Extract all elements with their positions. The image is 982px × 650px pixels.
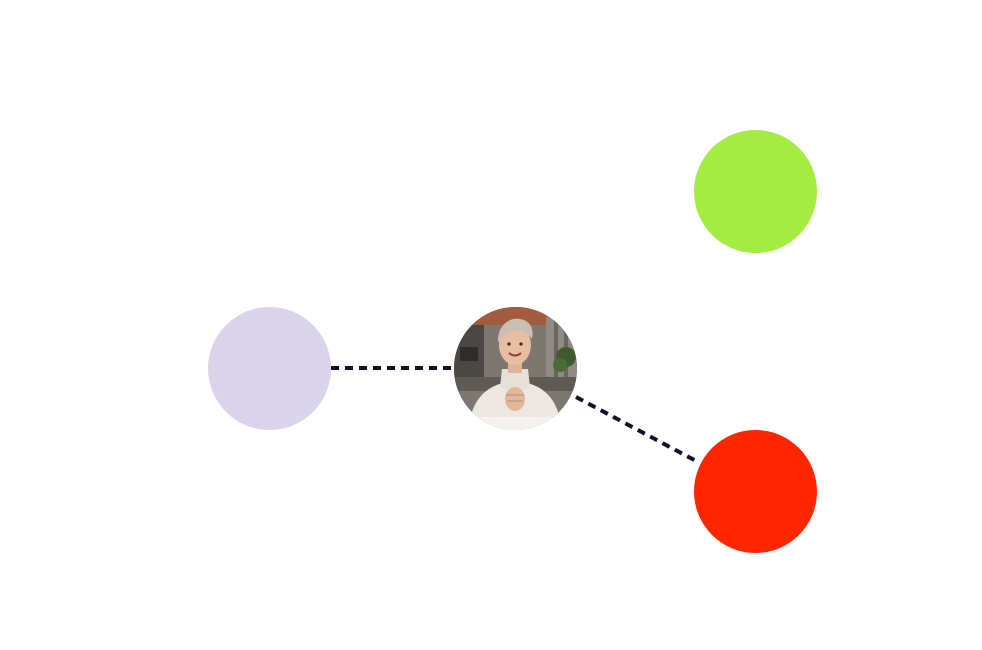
green-circle-node	[694, 130, 817, 253]
lavender-circle-node	[208, 307, 331, 430]
dashed-connector-avatar-red	[575, 395, 699, 464]
avatar	[454, 307, 577, 430]
woman-portrait-image	[454, 307, 577, 430]
red-circle-node	[694, 430, 817, 553]
